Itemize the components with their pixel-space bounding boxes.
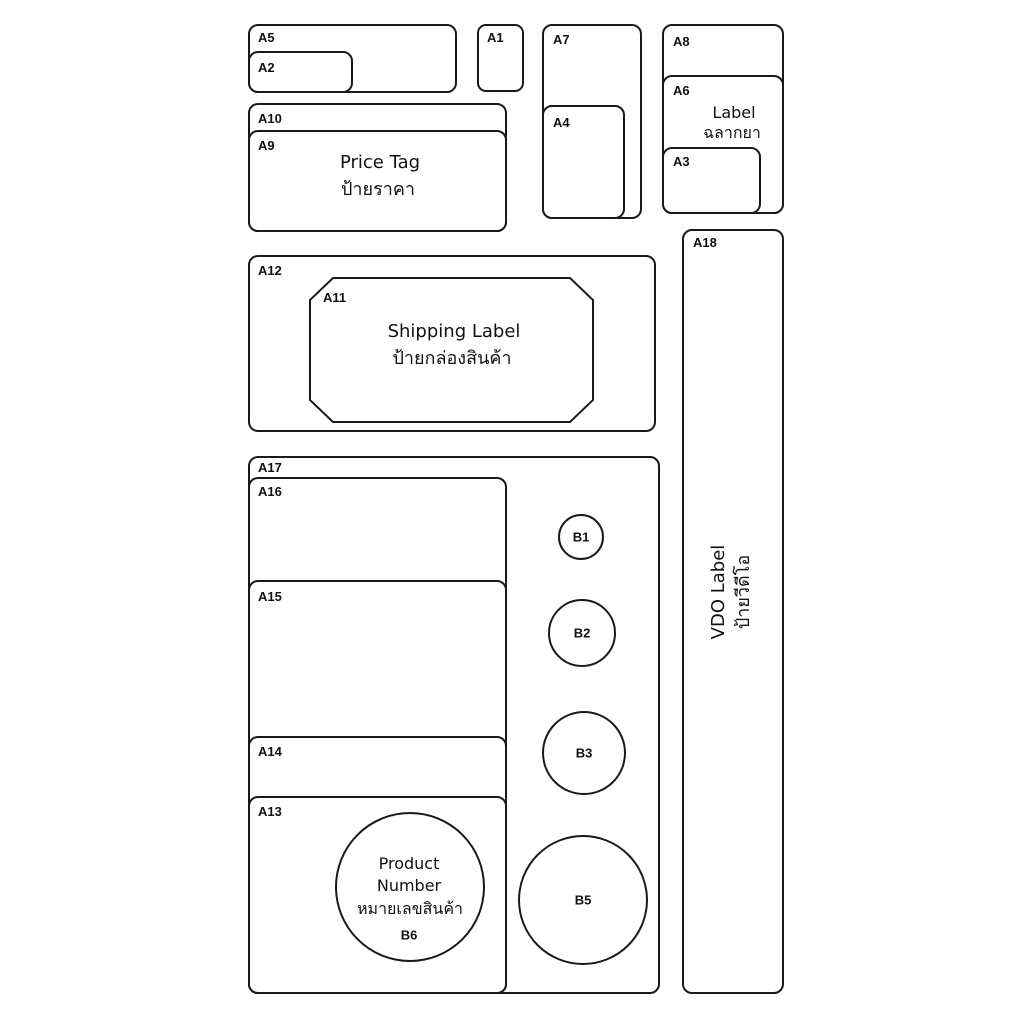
label-code-a2: A2 [258, 60, 275, 75]
label-shape-a4 [542, 105, 625, 219]
label-code-b6: B6 [401, 927, 418, 942]
label-code-a3: A3 [673, 154, 690, 169]
product-number-caption-line2: Number [377, 876, 442, 895]
label-shape-b6 [335, 812, 485, 962]
label-shape-a18 [682, 229, 784, 994]
product-number-caption-th: หมายเลขสินค้า [357, 899, 463, 918]
label-code-a10: A10 [258, 111, 282, 126]
label-caption-en: Label [712, 103, 755, 122]
label-code-a14: A14 [258, 744, 283, 759]
label-code-a1: A1 [487, 30, 504, 45]
label-code-b1: B1 [573, 529, 590, 544]
label-code-a9: A9 [258, 138, 275, 153]
label-shape-b3 [542, 711, 626, 795]
label-code-a4: A4 [553, 115, 570, 130]
label-caption-th: ฉลากยา [703, 123, 761, 142]
label-shape-a9 [248, 130, 507, 232]
label-code-a13: A13 [258, 804, 282, 819]
price-tag-caption-en: Price Tag [340, 152, 420, 173]
label-code-b3: B3 [576, 745, 593, 760]
label-code-a15: A15 [258, 589, 282, 604]
shipping-label-caption-en: Shipping Label [388, 321, 521, 342]
label-code-a12: A12 [258, 263, 282, 278]
label-code-a18: A18 [693, 235, 717, 250]
product-number-caption-line1: Product [379, 854, 440, 873]
label-code-a5: A5 [258, 30, 275, 45]
label-shape-b1 [558, 514, 604, 560]
label-code-a6: A6 [673, 83, 690, 98]
vdo-label-caption-th: ป้ายวีดีโอ [732, 555, 754, 629]
label-shape-a11 [309, 277, 594, 423]
label-code-a7: A7 [553, 32, 570, 47]
vdo-label-caption-en: VDO Label [708, 545, 729, 640]
price-tag-caption-th: ป้ายราคา [341, 179, 415, 200]
label-shape-a3 [662, 147, 761, 214]
label-shape-a2 [248, 51, 353, 93]
label-shape-b2 [548, 599, 616, 667]
label-code-b5: B5 [575, 892, 592, 907]
label-shape-b5 [518, 835, 648, 965]
shipping-label-caption-th: ป้ายกล่องสินค้า [392, 348, 511, 369]
label-code-a16: A16 [258, 484, 282, 499]
label-code-b2: B2 [574, 625, 591, 640]
label-code-a11: A11 [323, 290, 346, 305]
label-shape-a1 [477, 24, 524, 92]
label-code-a17: A17 [258, 460, 282, 475]
label-code-a8: A8 [673, 34, 690, 49]
